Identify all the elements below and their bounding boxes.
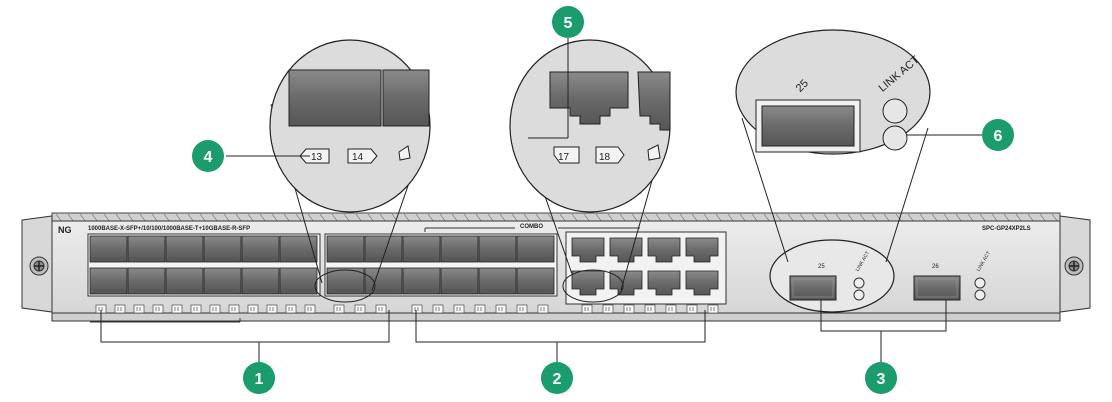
sfp-port-icon[interactable] bbox=[364, 267, 403, 295]
rj45-port-icon[interactable] bbox=[571, 270, 605, 296]
sfp-port-icon[interactable] bbox=[89, 267, 128, 295]
sfp-port-group-13-24 bbox=[324, 233, 558, 297]
rj45-port-icon[interactable] bbox=[571, 237, 605, 263]
callout-2: 2 bbox=[541, 362, 573, 394]
sfp-port-icon[interactable] bbox=[440, 267, 479, 295]
port-number-icon bbox=[171, 304, 183, 314]
zoom-port-17: 17 bbox=[558, 152, 570, 163]
sfp-port-group-1-12 bbox=[87, 233, 321, 297]
port-number-icon bbox=[602, 304, 614, 314]
port-number-icon bbox=[333, 304, 345, 314]
port-number-icon bbox=[453, 304, 465, 314]
svg-text:1: 1 bbox=[255, 371, 264, 388]
port-number-icon bbox=[114, 304, 126, 314]
zoom-magnifier-left: 13 14 bbox=[269, 39, 431, 303]
zoom-magnifier-middle: 17 18 bbox=[509, 39, 671, 303]
zoom-port-14: 14 bbox=[352, 152, 364, 163]
sfp-port-icon[interactable] bbox=[402, 267, 441, 295]
port-number-icon bbox=[623, 304, 635, 314]
port-number-icon bbox=[537, 304, 549, 314]
sfp-port-icon[interactable] bbox=[478, 235, 517, 263]
port-number-icon bbox=[495, 304, 507, 314]
port-number-icon bbox=[581, 304, 593, 314]
callout-5: 5 bbox=[552, 6, 584, 38]
port-number-row bbox=[95, 304, 719, 314]
port-number-icon bbox=[474, 304, 486, 314]
port-number-icon bbox=[304, 304, 316, 314]
callout-lines bbox=[100, 38, 982, 362]
port-number-icon bbox=[285, 304, 297, 314]
port-number-icon bbox=[375, 304, 387, 314]
sfp-port-icon[interactable] bbox=[326, 235, 365, 263]
svg-text:2: 2 bbox=[553, 371, 562, 388]
led-icon bbox=[974, 277, 986, 301]
port-number-icon bbox=[266, 304, 278, 314]
port-number-icon bbox=[707, 304, 719, 314]
callout-3: 3 bbox=[865, 362, 897, 394]
svg-text:5: 5 bbox=[564, 15, 573, 32]
sfp-port-icon[interactable] bbox=[203, 235, 242, 263]
port-number-icon bbox=[644, 304, 656, 314]
screw-icon[interactable] bbox=[1064, 256, 1084, 276]
sfp-port-icon[interactable] bbox=[165, 267, 204, 295]
model-label: SPC-GP24XP2LS bbox=[982, 226, 1031, 232]
slot-label: NG bbox=[58, 225, 72, 235]
sfp-port-icon[interactable] bbox=[241, 267, 280, 295]
sfp-plus-port-26[interactable] bbox=[913, 275, 961, 301]
combo-label: COMBO bbox=[520, 224, 543, 230]
front-panel: NG 1000BASE-X-SFP+/10/100/1000BASE-T+10G… bbox=[21, 212, 1091, 323]
callout-6: 6 bbox=[982, 119, 1014, 151]
port-number-icon bbox=[516, 304, 528, 314]
svg-text:6: 6 bbox=[994, 128, 1003, 145]
port-number-icon bbox=[686, 304, 698, 314]
port-14-arrow-icon bbox=[347, 148, 378, 164]
sfp-port-icon[interactable] bbox=[279, 235, 318, 263]
port-number-icon bbox=[209, 304, 221, 314]
sfp-port-icon[interactable] bbox=[203, 267, 242, 295]
port-number-icon bbox=[665, 304, 677, 314]
rj45-port-icon[interactable] bbox=[647, 237, 681, 263]
port-type-label: 1000BASE-X-SFP+/10/100/1000BASE-T+10GBAS… bbox=[88, 226, 250, 232]
port-number-icon bbox=[354, 304, 366, 314]
sfp-port-icon[interactable] bbox=[478, 267, 517, 295]
svg-text:4: 4 bbox=[204, 149, 213, 166]
port-number-icon bbox=[247, 304, 259, 314]
sfp-port-icon[interactable] bbox=[127, 267, 166, 295]
rj45-port-icon[interactable] bbox=[685, 237, 719, 263]
callout-4: 4 bbox=[192, 140, 224, 172]
led-icon bbox=[882, 98, 908, 124]
port-number-icon bbox=[228, 304, 240, 314]
sfp-port-icon[interactable] bbox=[279, 267, 318, 295]
port-number-icon bbox=[133, 304, 145, 314]
svg-text:25: 25 bbox=[818, 264, 825, 270]
sfp-port-icon[interactable] bbox=[89, 235, 128, 263]
sfp-port-icon[interactable] bbox=[516, 235, 555, 263]
port-number-icon bbox=[152, 304, 164, 314]
led-icon bbox=[853, 277, 865, 301]
svg-text:26: 26 bbox=[932, 264, 939, 270]
sfp-plus-port-25[interactable] bbox=[789, 275, 837, 301]
port-number-icon bbox=[190, 304, 202, 314]
sfp-port-icon[interactable] bbox=[241, 235, 280, 263]
port-number-icon bbox=[411, 304, 423, 314]
sfp-port-icon[interactable] bbox=[127, 235, 166, 263]
sfp-port-icon[interactable] bbox=[516, 267, 555, 295]
led-icon bbox=[882, 125, 908, 151]
rj45-port-icon[interactable] bbox=[685, 270, 719, 296]
zoom-port-18: 18 bbox=[599, 152, 611, 163]
port-number-icon bbox=[432, 304, 444, 314]
rj45-port-icon[interactable] bbox=[647, 270, 681, 296]
zoom-magnifier-right: 25 LINK ACT bbox=[735, 29, 931, 263]
zoom-port-13: 13 bbox=[311, 152, 323, 163]
screw-icon[interactable] bbox=[29, 256, 49, 276]
svg-text:3: 3 bbox=[877, 371, 886, 388]
sfp-port-icon[interactable] bbox=[440, 235, 479, 263]
sfp-port-icon[interactable] bbox=[326, 267, 365, 295]
port-13-arrow-icon bbox=[299, 148, 330, 164]
sfp-port-icon[interactable] bbox=[402, 235, 441, 263]
sfp-port-icon[interactable] bbox=[165, 235, 204, 263]
callout-1: 1 bbox=[243, 362, 275, 394]
